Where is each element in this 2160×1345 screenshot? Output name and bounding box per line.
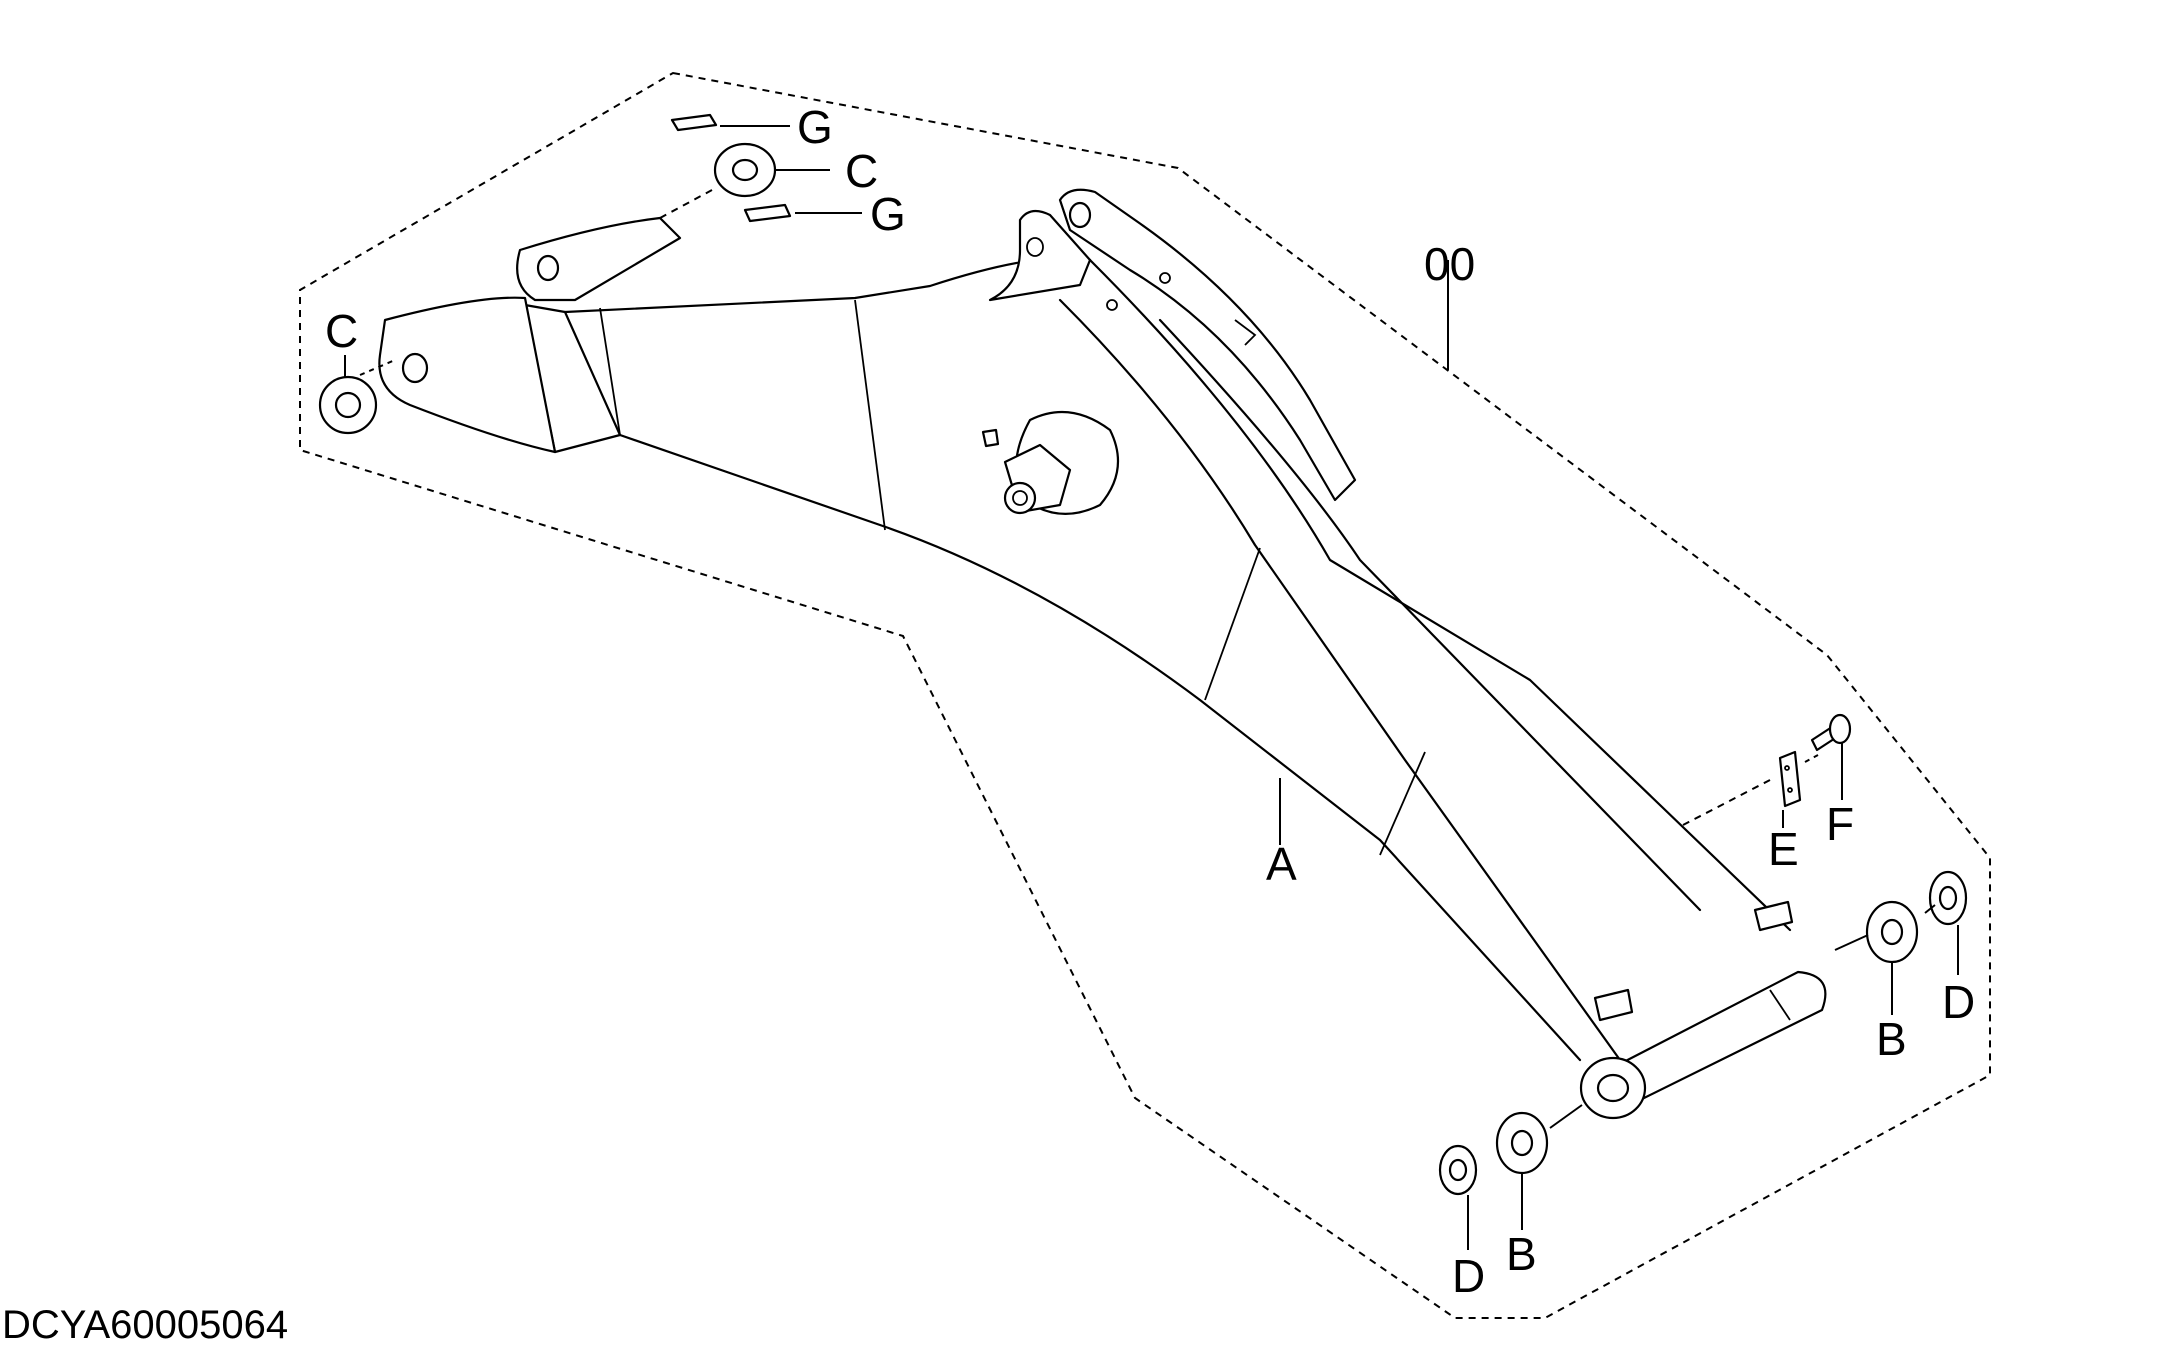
- label-e: E: [1768, 823, 1799, 875]
- bushing-c-left: [318, 375, 378, 435]
- washer-d-right: [1928, 870, 1968, 926]
- label-assembly: 00: [1424, 238, 1475, 290]
- bolt-f: [1810, 713, 1852, 752]
- label-d-right: D: [1942, 976, 1975, 1028]
- drawing-code: DCYA60005064: [2, 1303, 288, 1345]
- label-b-right: B: [1876, 1013, 1907, 1065]
- washer-d-left: [1438, 1144, 1478, 1196]
- label-d-left: D: [1452, 1250, 1485, 1302]
- assembly-boundary: [299, 71, 1991, 1319]
- label-c-left: C: [325, 305, 358, 357]
- shim-g-top: [670, 113, 718, 132]
- label-g-bottom: G: [870, 188, 906, 240]
- label-a: A: [1266, 838, 1297, 890]
- label-c-top: C: [845, 145, 878, 197]
- label-b-left: B: [1506, 1228, 1537, 1280]
- bushing-b-right: [1865, 900, 1919, 964]
- plate-e: [1778, 750, 1802, 808]
- label-g-top: G: [797, 101, 833, 153]
- bushing-b-left: [1495, 1111, 1549, 1175]
- bushing-c-top: [713, 142, 777, 198]
- boom-body: [378, 188, 1827, 1120]
- label-f: F: [1826, 798, 1854, 850]
- shim-g-bottom: [743, 203, 792, 223]
